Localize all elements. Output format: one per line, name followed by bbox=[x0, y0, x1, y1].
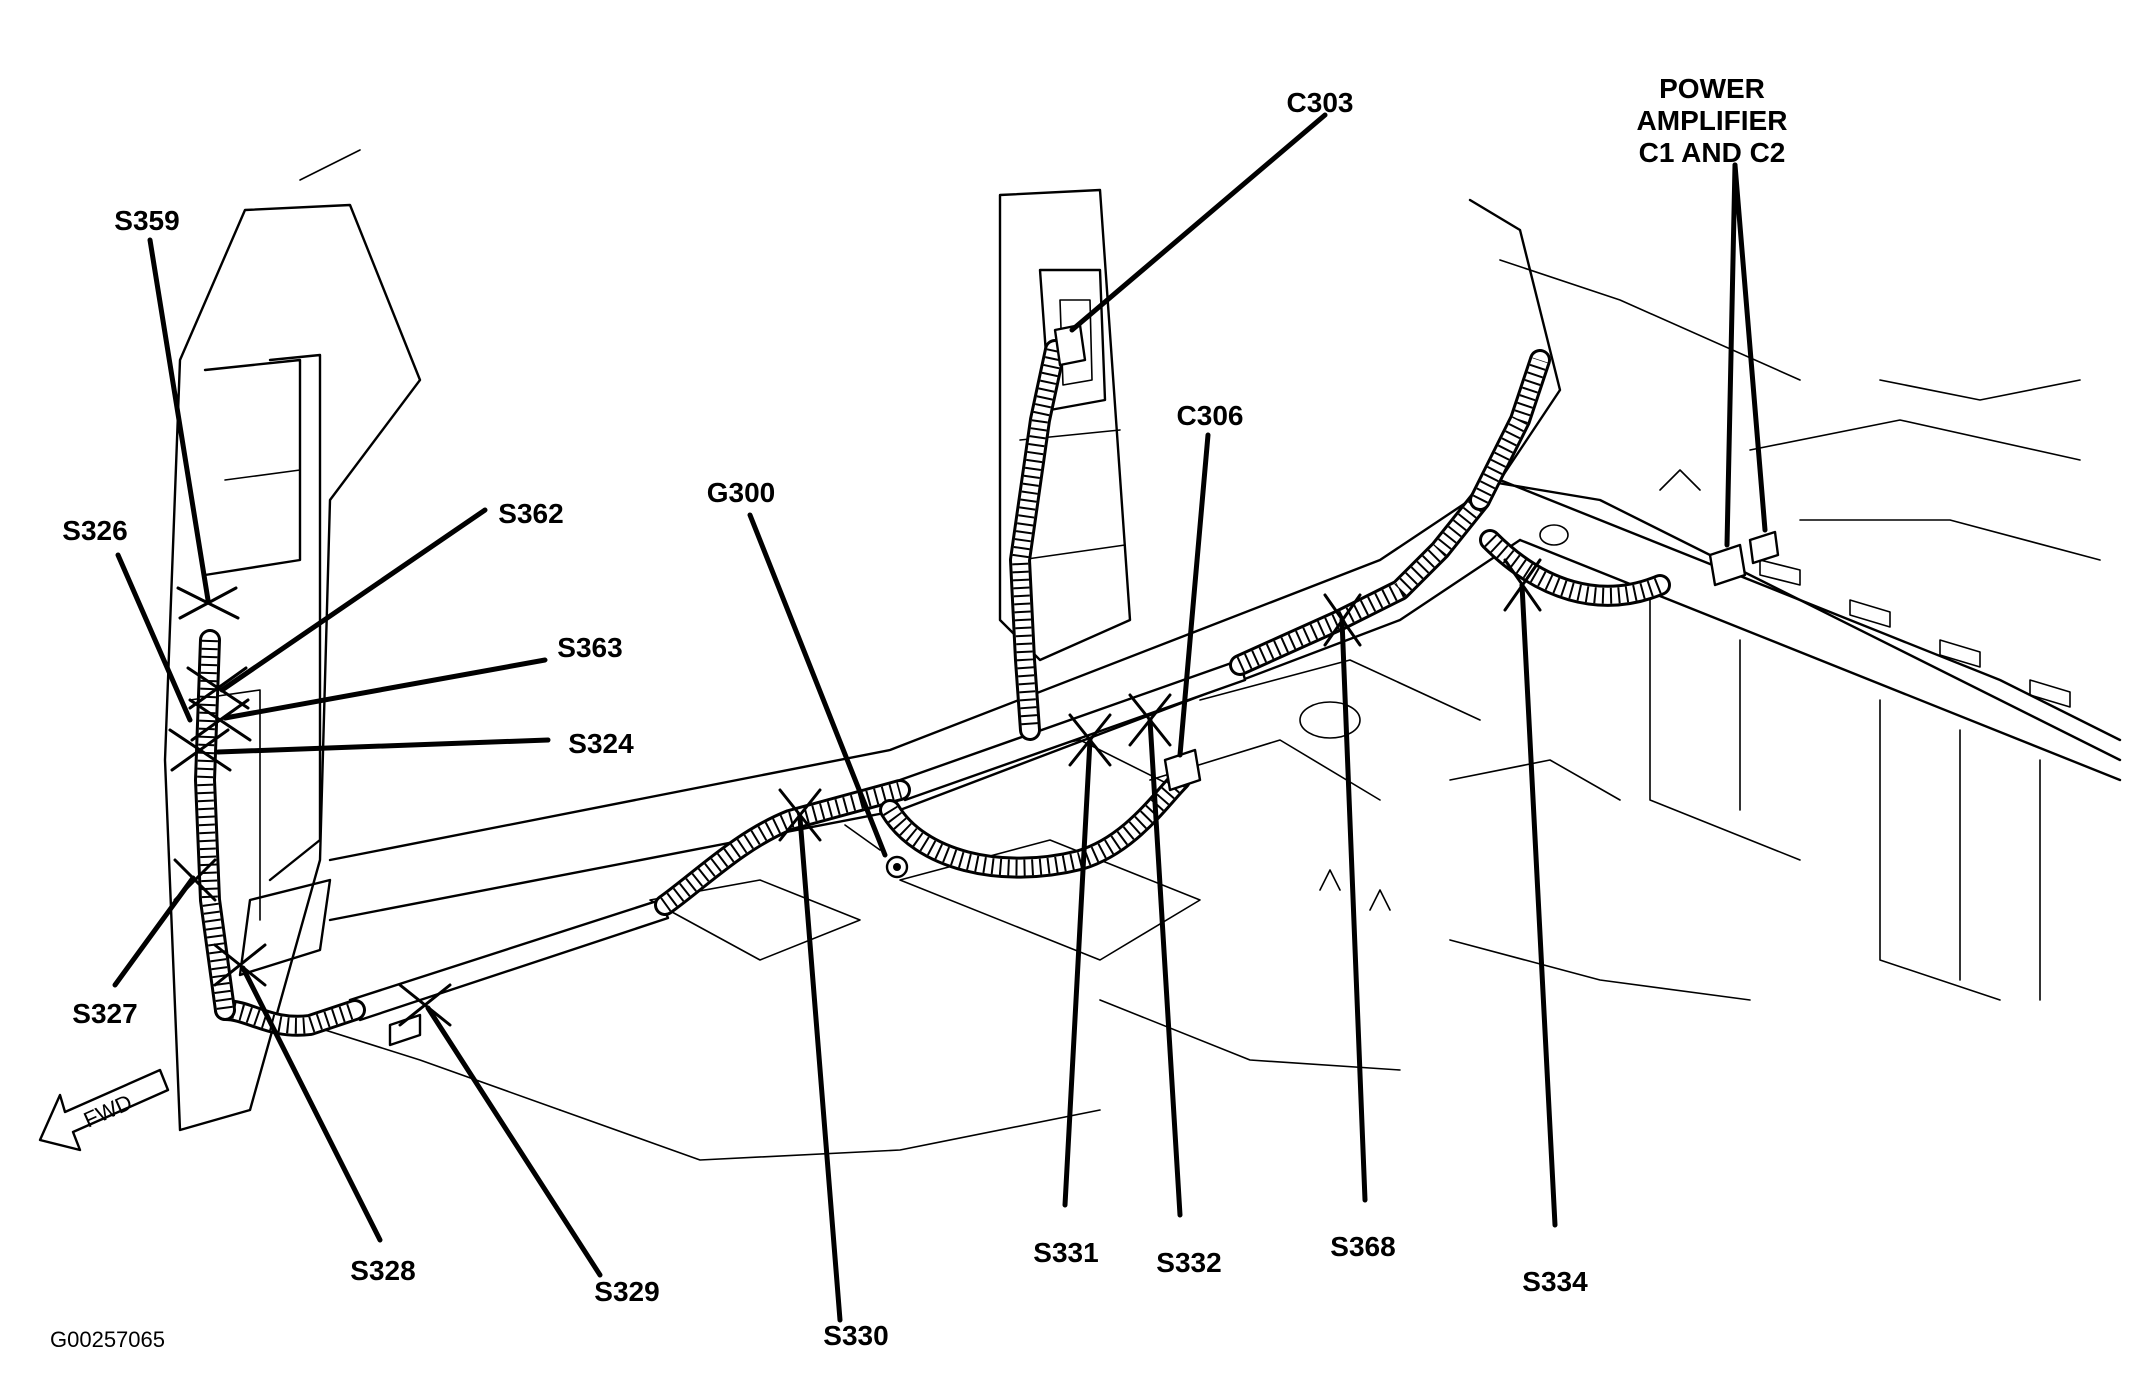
c306-connector bbox=[1163, 748, 1202, 792]
label-g300: G300 bbox=[707, 477, 776, 508]
leader-lines bbox=[112, 112, 1768, 1323]
label-c306: C306 bbox=[1177, 400, 1244, 431]
wiring-harness bbox=[194, 339, 1671, 1037]
label-s326: S326 bbox=[62, 515, 127, 546]
figure-id: G00257065 bbox=[50, 1327, 165, 1352]
fwd-arrow-icon: FWD bbox=[38, 1068, 170, 1152]
vehicle-body bbox=[163, 149, 2122, 1161]
sill-trim-channel bbox=[348, 658, 1247, 1047]
callout-labels: POWER AMPLIFIER C1 AND C2 C303 C306 G300… bbox=[62, 73, 1787, 1351]
label-s328: S328 bbox=[350, 1255, 415, 1286]
label-s324: S324 bbox=[568, 728, 634, 759]
label-power-amplifier-line3: C1 AND C2 bbox=[1639, 137, 1786, 168]
label-s330: S330 bbox=[823, 1320, 888, 1351]
fwd-label: FWD bbox=[80, 1089, 136, 1132]
g300-ground-lead bbox=[844, 824, 881, 851]
label-c303: C303 bbox=[1287, 87, 1354, 118]
power-amplifier-connector-c2 bbox=[1748, 530, 1780, 565]
label-s331: S331 bbox=[1033, 1237, 1098, 1268]
splice-markers bbox=[168, 558, 1542, 1027]
label-s362: S362 bbox=[498, 498, 563, 529]
label-s363: S363 bbox=[557, 632, 622, 663]
label-s332: S332 bbox=[1156, 1247, 1221, 1278]
label-power-amplifier-line2: AMPLIFIER bbox=[1637, 105, 1788, 136]
label-power-amplifier-line1: POWER bbox=[1659, 73, 1765, 104]
c303-connector bbox=[1053, 323, 1087, 367]
label-s334: S334 bbox=[1522, 1266, 1588, 1297]
label-s327: S327 bbox=[72, 998, 137, 1029]
label-s359: S359 bbox=[114, 205, 179, 236]
label-s368: S368 bbox=[1330, 1231, 1395, 1262]
label-s329: S329 bbox=[594, 1276, 659, 1307]
power-amplifier-connector-c1 bbox=[1708, 543, 1747, 587]
components bbox=[844, 323, 1780, 879]
